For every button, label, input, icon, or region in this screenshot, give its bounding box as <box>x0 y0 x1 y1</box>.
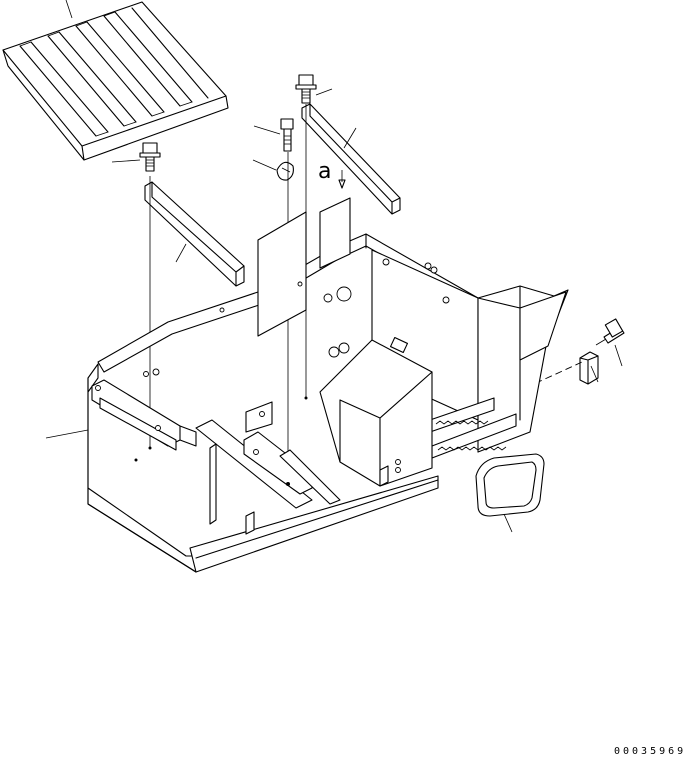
bolt-right <box>595 318 625 346</box>
floor-mat <box>2 1 229 161</box>
leader-line <box>175 243 187 263</box>
bracket-top <box>301 103 401 215</box>
leader-line <box>614 344 623 367</box>
seal-ring <box>475 453 545 517</box>
view-label: a <box>318 159 331 184</box>
leader-line <box>111 159 141 163</box>
leader-line <box>343 127 357 149</box>
arrow-icon <box>338 179 346 189</box>
bracket-left <box>144 181 245 287</box>
leader-line <box>253 125 281 135</box>
leader-line <box>65 0 73 19</box>
leader-line <box>315 88 333 96</box>
leader-line <box>45 429 89 439</box>
leader-line <box>503 513 513 533</box>
lock-washer <box>276 161 294 181</box>
bolt-top <box>295 74 317 104</box>
clip-right <box>579 351 599 385</box>
leader-line <box>590 365 599 383</box>
frame-assembly <box>87 197 569 573</box>
bolt-left <box>139 142 161 172</box>
drawing-code: 00035969 <box>614 746 686 757</box>
bolt-center <box>280 118 294 152</box>
leader-line <box>252 159 277 171</box>
